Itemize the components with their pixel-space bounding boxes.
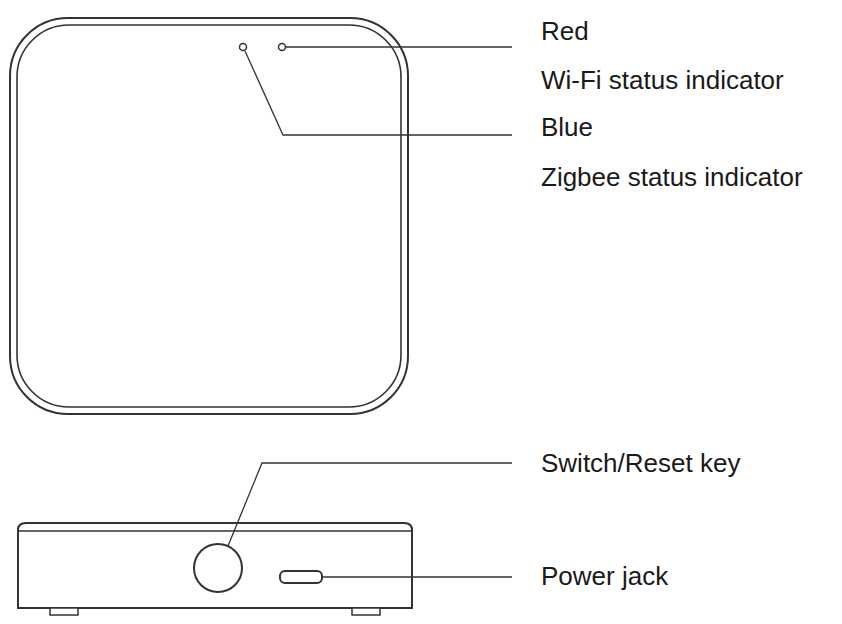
foot (50, 608, 78, 615)
part-label: Power jack (541, 561, 668, 591)
part-label: Switch/Reset key (541, 448, 740, 478)
leader-line (322, 576, 512, 577)
color-label: Red (541, 16, 589, 46)
leader-line (245, 51, 512, 135)
side-housing-edge (18, 530, 412, 531)
part-label: Wi-Fi status indicator (541, 65, 784, 95)
reset-button (194, 544, 242, 592)
housing-outer-outline (10, 18, 408, 414)
foot (352, 608, 380, 615)
leader-line (286, 46, 512, 47)
zigbee-led (240, 44, 247, 51)
wifi-led (279, 44, 286, 51)
leader-line (228, 463, 512, 546)
side-housing (18, 523, 412, 608)
part-label: Zigbee status indicator (541, 162, 803, 192)
color-label: Blue (541, 112, 593, 142)
power-jack (280, 571, 322, 583)
housing-inner-outline (17, 25, 401, 407)
